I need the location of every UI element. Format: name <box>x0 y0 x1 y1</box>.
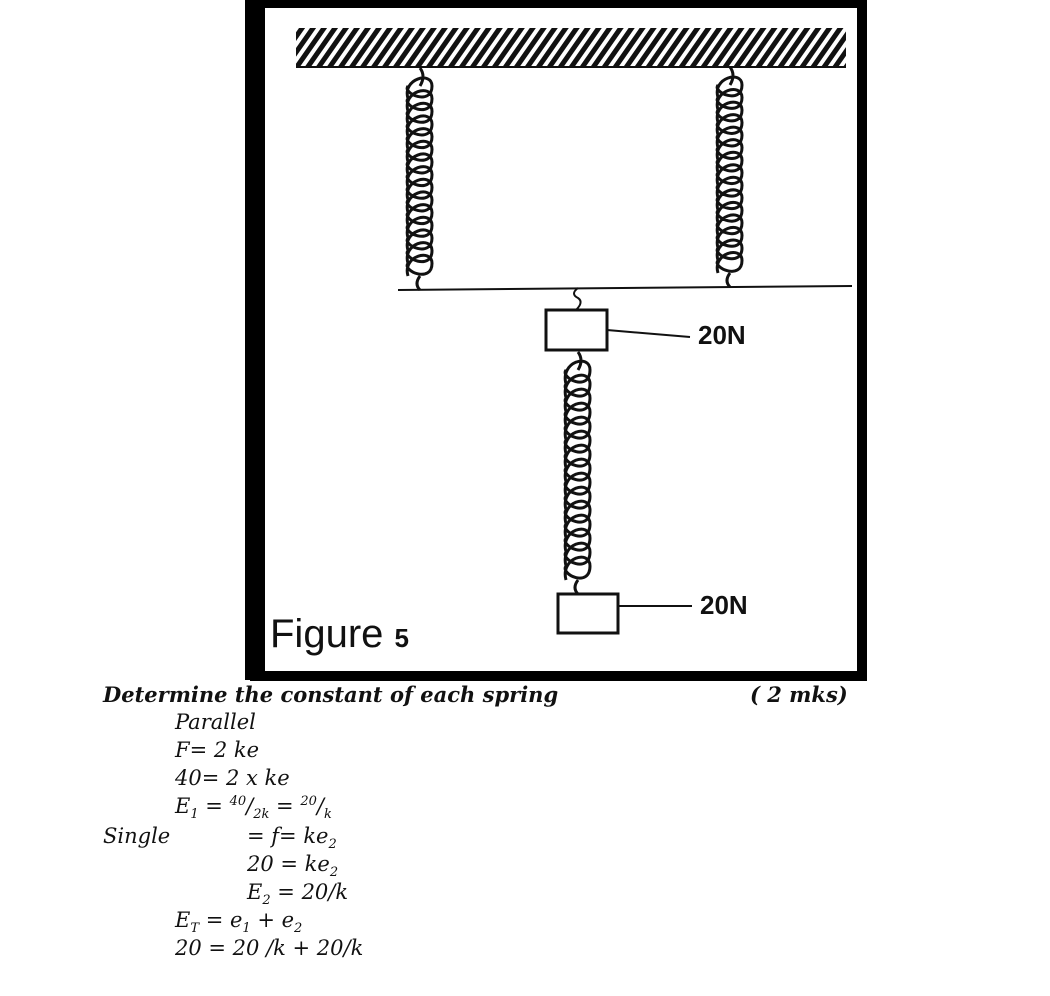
spring-diagram <box>245 0 867 681</box>
question-marks: ( 2 mks) <box>750 682 848 707</box>
solution-single: Single <box>103 824 171 848</box>
solution-line: E1 = 40/2k = 20/k <box>175 794 332 823</box>
solution-line: 20 = ke2 <box>247 852 339 881</box>
weight-label-top: 20N <box>698 320 746 350</box>
spring-bottom <box>563 351 592 596</box>
weight-label-bottom: 20N <box>700 590 748 620</box>
figure-caption: Figure 5 <box>270 612 409 657</box>
question-text: Determine the constant of each spring <box>103 682 559 707</box>
solution-line: 20 = 20 /k + 20/k <box>175 936 364 960</box>
solution-parallel: Parallel <box>175 710 256 734</box>
solution-line: F= 2 ke <box>175 738 260 762</box>
spring-right <box>715 66 744 289</box>
weight-box-top <box>544 308 609 352</box>
spring-left <box>405 67 434 292</box>
solution-line: ET = e1 + e2 <box>175 908 303 937</box>
figure-number: 5 <box>394 623 409 653</box>
connecting-bar <box>397 285 853 291</box>
ceiling <box>296 28 846 68</box>
weight-box-bottom <box>556 592 620 635</box>
solution-line: E2 = 20/k <box>247 880 349 909</box>
figure-label: Figure <box>270 612 384 656</box>
solution-line: = f= ke2 <box>247 824 337 853</box>
solution-line: 40= 2 x ke <box>175 766 290 790</box>
